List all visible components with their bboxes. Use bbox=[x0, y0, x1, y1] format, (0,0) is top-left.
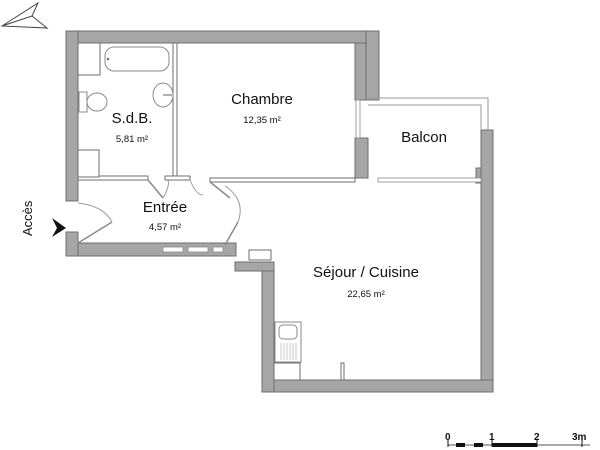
scale-tick-0: 0 bbox=[445, 432, 451, 443]
room-name-entree: Entrée bbox=[142, 199, 188, 216]
room-area-sdb: 5,81 m² bbox=[115, 134, 149, 145]
scale-tick-1: 1 bbox=[489, 432, 495, 443]
sink bbox=[152, 82, 174, 108]
room-area-entree: 4,57 m² bbox=[148, 222, 182, 233]
balcony-outline bbox=[355, 97, 489, 183]
room-area-sejour: 22,65 m² bbox=[347, 289, 385, 300]
scale-tick-3m: 3m bbox=[572, 432, 587, 443]
toilet bbox=[78, 91, 108, 113]
kitchen-cabinet bbox=[273, 362, 301, 381]
room-area-chambre: 12,35 m² bbox=[243, 115, 281, 126]
bathroom-door bbox=[147, 179, 169, 199]
bedroom-door bbox=[189, 179, 231, 199]
entrance-label: Accès bbox=[20, 200, 35, 236]
partition-stub bbox=[340, 362, 345, 381]
room-name-sdb: S.d.B. bbox=[111, 110, 153, 127]
entrance-arrow-icon bbox=[52, 218, 66, 237]
scale-bar bbox=[447, 440, 590, 447]
room-name-balcon: Balcon bbox=[401, 129, 447, 146]
bathtub bbox=[104, 46, 170, 72]
living-door bbox=[224, 185, 241, 246]
kitchen-sink bbox=[274, 321, 302, 363]
north-arrow-icon bbox=[0, 1, 49, 29]
scale-tick-2: 2 bbox=[534, 432, 540, 443]
exterior-walls bbox=[65, 30, 494, 393]
interior-walls bbox=[77, 42, 356, 261]
entrance-door bbox=[77, 202, 113, 244]
room-name-chambre: Chambre bbox=[231, 91, 293, 108]
room-name-sejour: Séjour / Cuisine bbox=[313, 264, 419, 281]
